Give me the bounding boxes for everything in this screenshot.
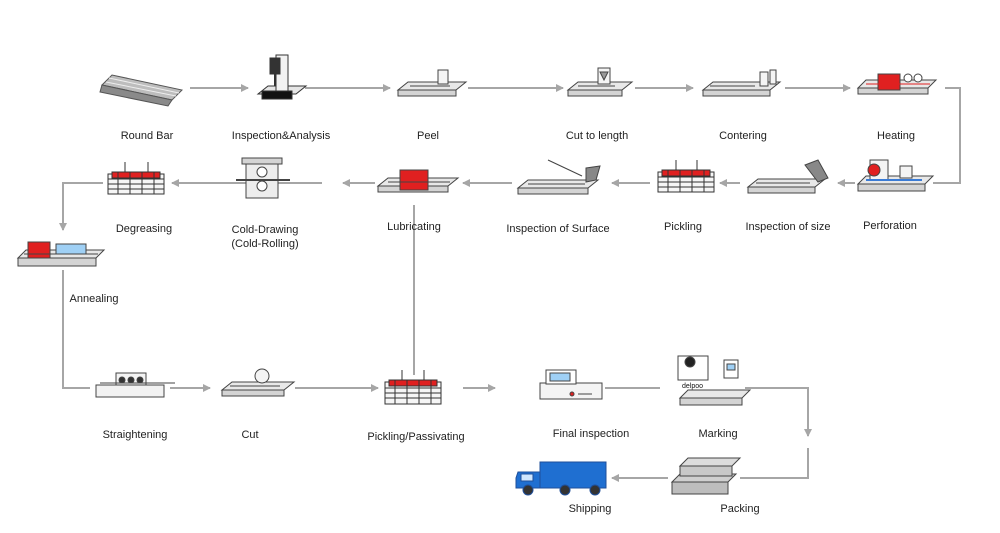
label-cold-rolling: (Cold-Rolling) — [231, 238, 299, 250]
cut-to-length-icon — [566, 67, 634, 97]
label-pickling-passivating: Pickling/Passivating — [367, 431, 465, 443]
marking-brand-text: delpoo — [682, 383, 703, 390]
degreasing-tank-icon — [107, 162, 165, 195]
label-pickling: Pickling — [664, 221, 702, 233]
final-inspection-icon — [539, 369, 603, 400]
cut-icon — [220, 368, 296, 397]
label-shipping: Shipping — [568, 503, 612, 515]
label-lubricating: Lubricating — [387, 221, 441, 233]
flow-arrows — [59, 84, 961, 482]
inspection-analysis-icon — [256, 54, 308, 100]
heating-icon — [856, 73, 938, 95]
label-inspection-size: Inspection of size — [745, 221, 831, 233]
label-centering: Contering — [719, 130, 767, 142]
pickling-passivating-tank-icon — [384, 370, 442, 405]
truck-icon — [515, 461, 607, 496]
label-inspection-surface: Inspection of Surface — [506, 223, 610, 235]
straightening-icon — [95, 372, 175, 398]
arrow-annealing-to-straightening — [62, 270, 90, 389]
arrow-packing-to-shipping — [740, 448, 809, 479]
label-cut-to-length: Cut to length — [565, 130, 629, 142]
lubricating-icon — [376, 169, 460, 193]
arrow-degreasing-to-annealing — [59, 182, 103, 231]
perforation-icon — [856, 159, 935, 192]
label-cold-drawing: Cold-Drawing — [231, 224, 299, 236]
label-degreasing: Degreasing — [115, 223, 173, 235]
marking-icon: delpoo — [677, 355, 752, 406]
centering-icon — [701, 69, 782, 97]
label-inspection-analysis: Inspection&Analysis — [231, 130, 331, 142]
label-perforation: Perforation — [863, 220, 917, 232]
label-annealing: Annealing — [69, 293, 119, 305]
arrow-marking-to-packing — [745, 387, 812, 437]
label-packing: Packing — [720, 503, 760, 515]
label-round-bar: Round Bar — [120, 130, 174, 142]
inspection-surface-icon — [516, 159, 601, 195]
cold-drawing-icon — [236, 157, 290, 199]
label-straightening: Straightening — [102, 429, 168, 441]
label-marking: Marking — [698, 428, 738, 440]
inspection-size-icon — [746, 159, 829, 194]
label-peel: Peel — [416, 130, 440, 142]
arrow-heating-to-perforation — [933, 87, 961, 184]
round-bar-icon — [99, 74, 184, 107]
packing-icon — [670, 457, 742, 495]
pickling-tank-icon — [657, 160, 715, 193]
label-heating: Heating — [877, 130, 915, 142]
label-final-inspection: Final inspection — [552, 428, 630, 440]
annealing-furnace-icon — [16, 241, 106, 267]
label-cut: Cut — [241, 429, 259, 441]
peel-icon — [396, 69, 468, 97]
